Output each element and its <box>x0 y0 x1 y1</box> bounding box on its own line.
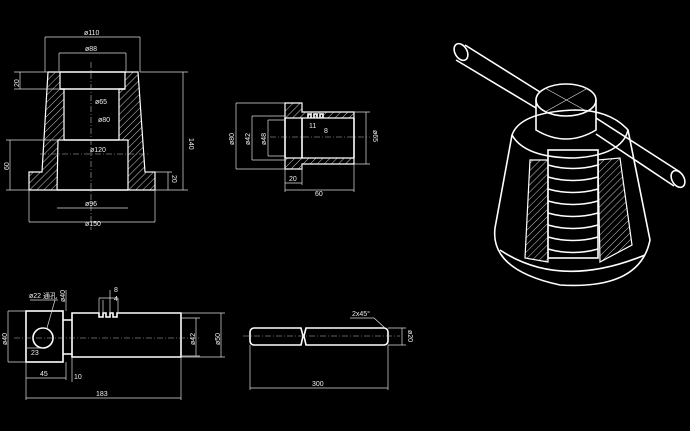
dim-nut-len-flange: 20 <box>289 176 297 183</box>
dim-h-top: 20 <box>14 79 21 87</box>
dim-h-flange: 20 <box>170 175 177 183</box>
dim-nut-thread-b: 8 <box>324 128 328 135</box>
dim-nut-d-bore2: ø48 <box>261 133 268 145</box>
dim-nut-thread-a: 11 <box>309 123 316 130</box>
dim-d-bore: ø65 <box>95 99 107 106</box>
dim-screw-d-thread: ø50 <box>215 333 222 345</box>
dim-d-base: ø150 <box>85 221 101 228</box>
dim-screw-groove-w: 8 <box>114 287 118 294</box>
dim-screw-hole: ø22 通孔 <box>29 291 57 300</box>
nut-section-view: ø80 ø42 ø48 ø65 11 8 20 60 <box>229 102 378 198</box>
dim-nut-d-bore1: ø42 <box>245 133 252 145</box>
dim-handle-chamfer: 2x45° <box>352 310 370 318</box>
assembly-isometric-view <box>453 42 686 287</box>
dim-screw-d-neck: ø40 <box>60 290 67 302</box>
dim-handle-length: 300 <box>312 381 324 388</box>
dim-screw-len-total: 183 <box>96 391 108 398</box>
dim-screw-d-thread-minor: ø42 <box>190 333 197 345</box>
dim-d-cone: ø120 <box>90 147 106 154</box>
dim-screw-hole-pos: 23 <box>31 350 39 357</box>
dim-nut-len-total: 60 <box>315 191 323 198</box>
dim-nut-d-body: ø65 <box>371 130 378 142</box>
dim-d-bottom-inner: ø96 <box>85 201 97 208</box>
dim-handle-diameter: ø20 <box>406 330 413 342</box>
dim-nut-d-flange: ø80 <box>229 133 236 145</box>
dim-screw-len-head: 45 <box>40 371 48 378</box>
dim-h-total: 140 <box>187 138 194 150</box>
handle-view: 2x45° ø20 300 <box>243 310 413 390</box>
screw-view: ø22 通孔 ø40 ø40 ø42 ø50 8 4 23 45 10 183 <box>2 287 225 400</box>
dim-screw-d-head: ø40 <box>2 333 9 345</box>
dim-h-lower: 60 <box>4 162 11 170</box>
dim-screw-groove-d: 4 <box>114 296 118 303</box>
dim-d-top-inner: ø88 <box>85 46 97 53</box>
dim-d-top-outer: ø110 <box>84 30 100 37</box>
dim-screw-len-neck: 10 <box>74 374 82 381</box>
base-section-view: ø110 ø88 ø65 ø80 ø120 ø96 ø150 20 60 140… <box>4 30 194 230</box>
dim-d-mid: ø80 <box>98 117 110 124</box>
